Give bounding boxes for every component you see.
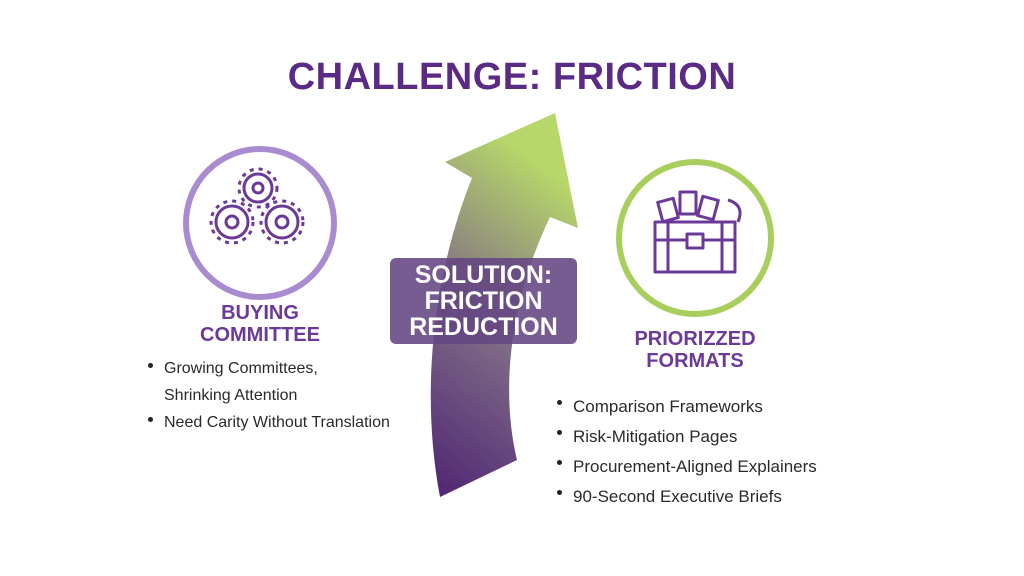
treasure-chest-icon — [653, 190, 742, 274]
solution-line: REDUCTION — [409, 313, 558, 341]
heading-line: BUYING — [221, 302, 299, 324]
list-item: Comparison Frameworks — [555, 392, 817, 422]
gears-icon — [209, 167, 305, 245]
priorized-formats-list: Comparison Frameworks Risk-Mitigation Pa… — [555, 392, 817, 512]
priorized-formats-heading: PRIORIZZED FORMATS — [595, 328, 795, 372]
buying-committee-list: Growing Committees, Shrinking Attention … — [146, 355, 390, 436]
buying-committee-heading: BUYING COMMITTEE — [160, 302, 360, 346]
list-item: Need Carity Without Translation — [146, 409, 390, 436]
solution-line: FRICTION — [424, 287, 543, 315]
list-item: Procurement-Aligned Explainers — [555, 452, 817, 482]
list-item: Risk-Mitigation Pages — [555, 422, 817, 452]
list-item: Shrinking Attention — [164, 387, 298, 404]
solution-line: SOLUTION: — [414, 261, 553, 289]
heading-line: PRIORIZZED — [634, 328, 756, 350]
list-item: Growing Committees, — [146, 355, 390, 382]
list-item: 90-Second Executive Briefs — [555, 482, 817, 512]
page-title: CHALLENGE: FRICTION — [287, 56, 737, 98]
heading-line: FORMATS — [646, 350, 744, 372]
heading-line: COMMITTEE — [200, 324, 320, 346]
solution-label: SOLUTION: FRICTION REDUCTION — [390, 258, 577, 344]
